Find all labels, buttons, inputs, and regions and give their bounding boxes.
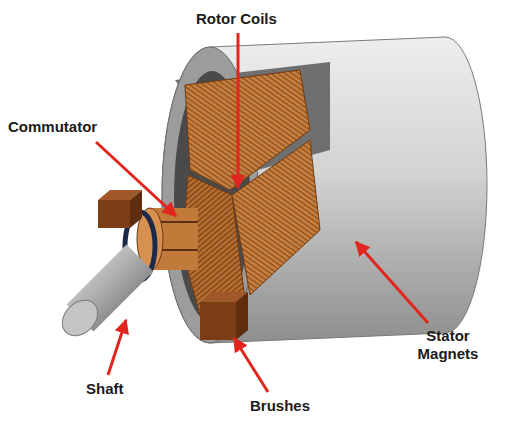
leader-arrow: [237, 33, 240, 188]
brush: [236, 292, 248, 340]
shaft-end: [55, 293, 104, 342]
part-label: Rotor Coils: [196, 10, 277, 28]
brush: [200, 302, 236, 340]
part-label: Stator Magnets: [402, 327, 494, 363]
part-label: Commutator: [8, 118, 97, 136]
leader-arrow: [356, 242, 428, 323]
leader-arrow: [96, 142, 176, 216]
brush: [98, 200, 130, 228]
leader-arrow: [108, 320, 126, 375]
part-label: Shaft: [86, 380, 124, 398]
part-label: Brushes: [250, 397, 310, 415]
stator-housing: [162, 37, 487, 343]
rotor-coil: [232, 140, 320, 295]
leader-arrow: [234, 338, 268, 392]
brush: [130, 190, 142, 228]
